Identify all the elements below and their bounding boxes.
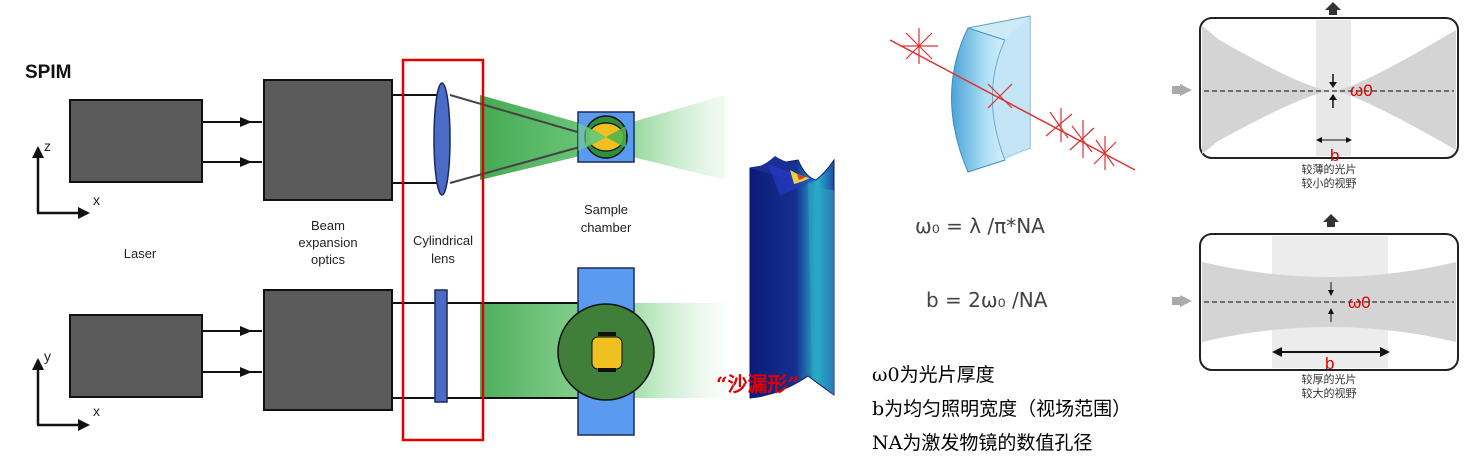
cylindrical-lens-top (433, 82, 451, 196)
spim-title: SPIM (25, 62, 72, 83)
beam-expansion-block-top (263, 79, 393, 201)
top-caption: 较薄的光片 较小的视野 (1301, 163, 1357, 190)
cylindrical-lens-3d-illustration (889, 15, 1136, 173)
cylindrical-lens-highlight-box (401, 58, 485, 442)
note-na: NA为激发物镜的数值孔径 (872, 432, 1093, 454)
sheet-panel-top (1172, 2, 1459, 159)
b-formula: b = 2ω₀ /NA (926, 288, 1048, 312)
hourglass-label: “沙漏形” (716, 372, 800, 396)
bottom-b-label: b (1325, 354, 1335, 373)
bottom-omega-label: ω0 (1348, 293, 1371, 312)
omega-formula: ω₀ = λ /π*NA (915, 214, 1045, 238)
bottom-axis-vertical-label: y (44, 348, 51, 364)
arrow-head (240, 117, 252, 127)
beam-expansion-label: Beam expansion optics (298, 218, 358, 267)
arrow-head (240, 157, 252, 167)
top-b-label: b (1330, 146, 1340, 165)
sheet-panel-bottom (1172, 214, 1459, 371)
cylindrical-lens-label: Cylindrical lens (413, 233, 473, 266)
note-b: b为均匀照明宽度（视场范围） (872, 398, 1132, 420)
top-axis-horizontal-label: x (93, 192, 100, 208)
bottom-caption: 较厚的光片 较大的视野 (1301, 373, 1357, 400)
cylindrical-lens-bottom (434, 289, 448, 403)
top-omega-label: ω0 (1350, 81, 1373, 100)
beam-expansion-block-bottom (263, 289, 393, 411)
sample-chamber-label: Sample chamber (580, 202, 632, 235)
hourglass-sheet-illustration (749, 156, 835, 399)
note-omega: ω0为光片厚度 (872, 364, 995, 386)
top-axis-vertical-label: z (44, 138, 51, 154)
bottom-axis-horizontal-label: x (93, 403, 100, 419)
laser-label: Laser (123, 246, 157, 261)
laser-block-top (69, 99, 203, 183)
laser-block-bottom (69, 314, 203, 398)
